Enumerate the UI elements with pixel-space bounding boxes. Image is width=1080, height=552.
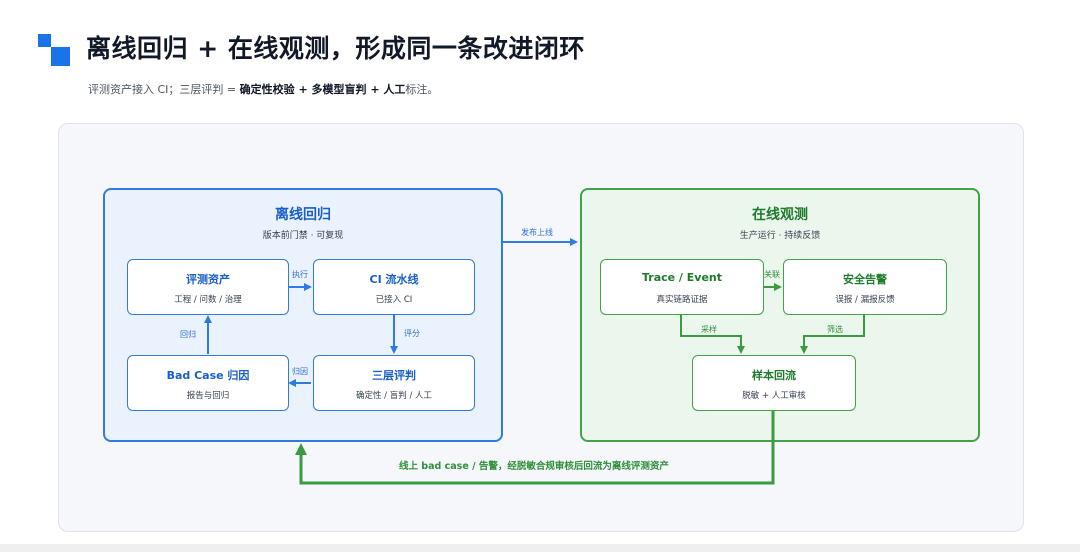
node-reflow-title: 样本回流 bbox=[752, 369, 796, 382]
node-ci-pipeline-title: CI 流水线 bbox=[369, 273, 419, 286]
edge-label-regress: 回归 bbox=[180, 330, 196, 339]
node-trace-sub: 真实链路证据 bbox=[656, 295, 708, 305]
node-ci-pipeline-sub: 已接入 CI bbox=[375, 295, 413, 305]
node-alert: 安全告警 误报 / 漏报反馈 bbox=[783, 259, 947, 315]
arrow-feedback-loop bbox=[295, 411, 775, 485]
arrow-sample bbox=[680, 315, 745, 354]
node-badcase: Bad Case 归因 报告与回归 bbox=[127, 355, 289, 411]
edge-label-filter: 筛选 bbox=[827, 325, 843, 334]
node-eval-assets: 评测资产 工程 / 问数 / 治理 bbox=[127, 259, 289, 315]
edge-label-sample: 采样 bbox=[701, 325, 717, 334]
edge-label-execute: 执行 bbox=[292, 270, 308, 279]
edge-label-attribute: 归因 bbox=[292, 367, 308, 376]
node-trace-title: Trace / Event bbox=[641, 271, 723, 284]
online-panel-subtitle: 生产运行 · 持续反馈 bbox=[739, 231, 821, 241]
offline-panel-subtitle: 版本前门禁 · 可复现 bbox=[262, 231, 344, 241]
node-reflow-sub: 脱敏 + 人工审核 bbox=[742, 391, 806, 401]
node-ci-pipeline: CI 流水线 已接入 CI bbox=[313, 259, 475, 315]
edge-label-score: 评分 bbox=[404, 329, 420, 338]
node-judging-sub: 确定性 / 盲判 / 人工 bbox=[355, 391, 433, 401]
node-alert-title: 安全告警 bbox=[843, 273, 887, 286]
node-trace: Trace / Event 真实链路证据 bbox=[600, 259, 764, 315]
node-badcase-title: Bad Case 归因 bbox=[166, 369, 250, 382]
subtitle-bold: 确定性校验 + 多模型盲判 + 人工 bbox=[239, 83, 406, 96]
node-judging-title: 三层评判 bbox=[372, 369, 416, 382]
page-title: 离线回归 + 在线观测，形成同一条改进闭环 bbox=[86, 34, 585, 63]
brand-mark-icon bbox=[38, 34, 70, 66]
arrow-filter bbox=[800, 315, 865, 354]
bottom-strip bbox=[0, 544, 1080, 552]
node-eval-assets-title: 评测资产 bbox=[186, 273, 230, 286]
subtitle-prefix: 评测资产接入 CI；三层评判 = bbox=[88, 83, 240, 96]
node-badcase-sub: 报告与回归 bbox=[186, 391, 230, 401]
edge-label-release: 发布上线 bbox=[521, 228, 553, 237]
node-alert-sub: 误报 / 漏报反馈 bbox=[835, 295, 895, 305]
node-eval-assets-sub: 工程 / 问数 / 治理 bbox=[174, 295, 242, 305]
feedback-loop-label: 线上 bad case / 告警，经脱敏合规审核后回流为离线评测资产 bbox=[399, 461, 669, 472]
subtitle-suffix: 标注。 bbox=[405, 83, 439, 96]
node-judging: 三层评判 确定性 / 盲判 / 人工 bbox=[313, 355, 475, 411]
edge-label-associate: 关联 bbox=[764, 270, 780, 279]
online-panel-title: 在线观测 bbox=[752, 207, 808, 223]
node-reflow: 样本回流 脱敏 + 人工审核 bbox=[692, 355, 856, 411]
offline-panel-title: 离线回归 bbox=[275, 207, 331, 223]
page-subtitle: 评测资产接入 CI；三层评判 = 确定性校验 + 多模型盲判 + 人工标注。 bbox=[88, 81, 438, 97]
